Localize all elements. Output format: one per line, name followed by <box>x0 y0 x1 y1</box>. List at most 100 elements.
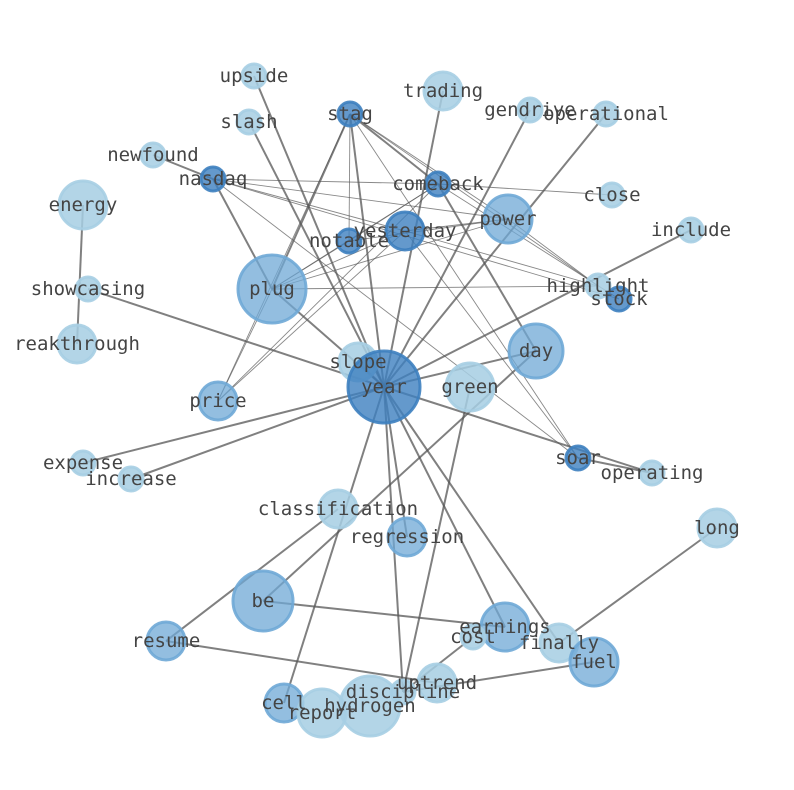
node-label-discipline: discipline <box>346 681 460 703</box>
node-label-plug: plug <box>249 278 295 300</box>
node-nasdaq[interactable] <box>199 165 227 193</box>
node-label-include: include <box>651 219 731 241</box>
node-label-slash: slash <box>220 111 277 133</box>
nodes-layer <box>56 62 738 739</box>
node-label-uptrend: uptrend <box>397 672 477 694</box>
node-be[interactable] <box>231 569 295 633</box>
node-comeback[interactable] <box>424 170 452 198</box>
node-hydrogen[interactable] <box>338 674 402 738</box>
node-label-soar: soar <box>555 447 601 469</box>
edge-nasdaq-comeback <box>212 178 439 185</box>
node-label-nasdaq: nasdaq <box>179 168 248 190</box>
node-year[interactable] <box>346 349 422 425</box>
edge-comeback-close <box>437 183 613 196</box>
node-label-finally: finally <box>519 632 599 654</box>
node-label-operational: operational <box>543 103 669 125</box>
node-label-resume: resume <box>132 630 201 652</box>
edge-power-plug <box>271 218 509 290</box>
node-highlight[interactable] <box>584 272 612 300</box>
node-operating[interactable] <box>638 459 666 487</box>
node-breakthrough[interactable] <box>56 323 98 365</box>
node-power[interactable] <box>482 193 534 245</box>
node-label-breakthrough: reakthrough <box>14 333 140 355</box>
node-expense[interactable] <box>69 449 97 477</box>
edge-yesterday-price <box>217 230 406 402</box>
edge-yesterday-soar <box>404 230 579 459</box>
node-label-price: price <box>189 390 246 412</box>
node-gendrive[interactable] <box>516 96 544 124</box>
edge-year-showcasing <box>87 288 385 388</box>
node-long[interactable] <box>696 507 738 549</box>
node-label-green: green <box>441 376 498 398</box>
node-slash[interactable] <box>235 108 263 136</box>
edge-nasdaq-yesterday <box>212 178 406 232</box>
node-label-trading: trading <box>403 80 483 102</box>
node-fuel[interactable] <box>568 636 620 688</box>
edge-stag-highlight <box>349 113 599 287</box>
node-label-expense: expense <box>43 452 123 474</box>
edge-yesterday-highlight <box>404 230 599 287</box>
node-upside[interactable] <box>240 62 268 90</box>
edge-nasdaq-soar <box>212 178 579 459</box>
node-label-year: year <box>361 376 407 398</box>
node-label-be: be <box>252 590 275 612</box>
edge-stag-power <box>349 113 509 220</box>
node-resume[interactable] <box>145 620 187 662</box>
edge-stag-comeback <box>349 113 439 185</box>
node-classification[interactable] <box>317 488 359 530</box>
node-label-close: close <box>583 184 640 206</box>
node-cost[interactable] <box>459 623 487 651</box>
node-label-yesterday: yesterday <box>354 220 457 242</box>
node-soar[interactable] <box>564 444 592 472</box>
edge-year-gendrive <box>383 109 531 388</box>
node-notable[interactable] <box>335 227 363 255</box>
edge-long-finally <box>558 527 718 644</box>
node-label-showcasing: showcasing <box>31 278 145 300</box>
node-showcasing[interactable] <box>74 275 102 303</box>
edge-year-stag <box>349 113 385 388</box>
edge-year-increase <box>130 386 385 480</box>
node-label-cell: cell <box>261 692 307 714</box>
edge-nasdaq-power <box>212 178 509 220</box>
node-uptrend[interactable] <box>416 662 458 704</box>
node-yesterday[interactable] <box>384 210 426 252</box>
edge-comeback-notable <box>348 183 439 242</box>
node-label-stag: stag <box>327 103 373 125</box>
edge-year-upside <box>253 75 385 388</box>
node-label-energy: energy <box>49 194 118 216</box>
node-stock[interactable] <box>605 285 633 313</box>
node-increase[interactable] <box>117 465 145 493</box>
node-label-classification: classification <box>258 498 418 520</box>
node-label-comeback: comeback <box>392 173 484 195</box>
node-close[interactable] <box>598 181 626 209</box>
edge-year-operating <box>383 386 653 474</box>
node-energy[interactable] <box>57 179 109 231</box>
edge-year-cell <box>283 386 385 704</box>
node-stag[interactable] <box>336 100 364 128</box>
node-label-earnings: earnings <box>459 616 551 638</box>
node-plug[interactable] <box>236 253 308 325</box>
node-regression[interactable] <box>386 516 428 558</box>
node-label-long: long <box>694 517 740 539</box>
labels-layer: upsidestagslashtradinggendriveoperationa… <box>14 65 740 724</box>
node-green[interactable] <box>444 361 496 413</box>
node-price[interactable] <box>197 380 239 422</box>
node-label-slope: slope <box>329 351 386 373</box>
edge-green-discipline <box>402 386 471 693</box>
node-label-power: power <box>479 208 536 230</box>
node-newfound[interactable] <box>139 141 167 169</box>
edge-resume-uptrend <box>165 640 438 684</box>
edge-year-operational <box>383 113 607 388</box>
edge-be-earnings <box>262 600 506 628</box>
node-label-operating: operating <box>601 462 704 484</box>
node-label-stock: stock <box>590 288 648 310</box>
node-day[interactable] <box>507 322 565 380</box>
node-include[interactable] <box>677 216 705 244</box>
node-trading[interactable] <box>422 70 464 112</box>
edge-year-include <box>383 229 692 388</box>
node-label-notable: notable <box>309 230 389 252</box>
node-operational[interactable] <box>592 100 620 128</box>
edge-stag-soar <box>349 113 579 459</box>
edge-plug-highlight <box>271 285 599 290</box>
